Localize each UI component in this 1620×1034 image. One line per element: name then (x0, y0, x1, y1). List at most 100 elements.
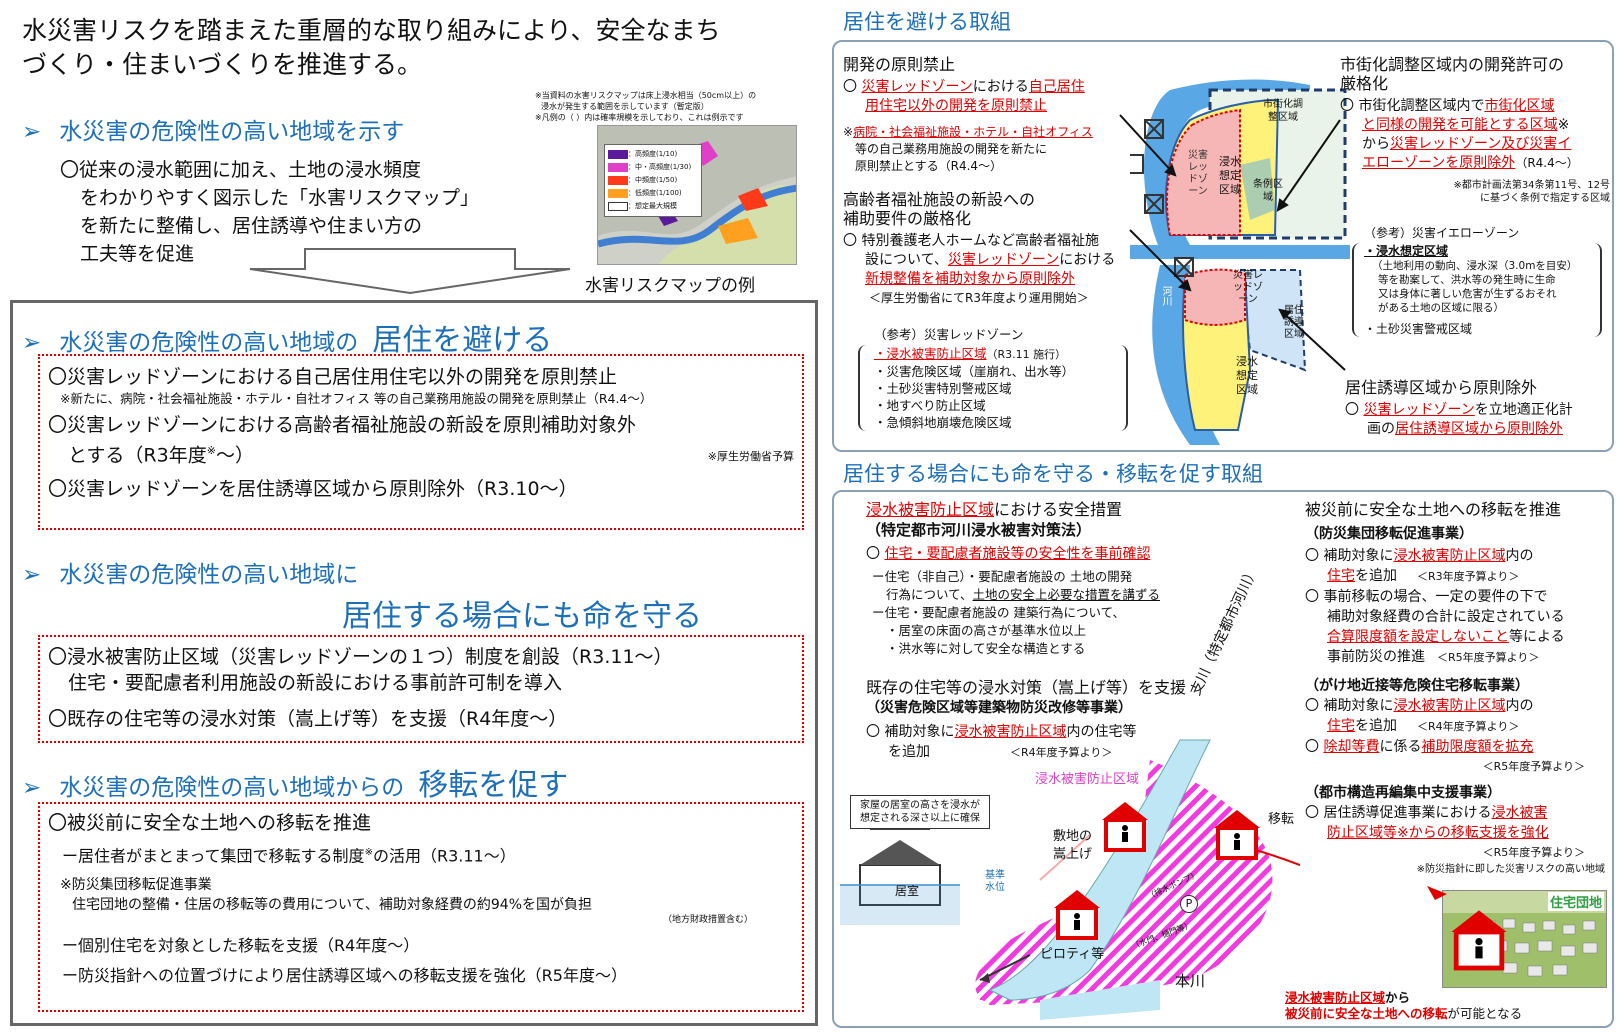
house-icon (1054, 890, 1100, 940)
arrow-icon: ➢ (22, 119, 42, 145)
pump-icon: P (1180, 895, 1198, 913)
protect-section-title: ➢水災害の危険性の高い地域に 居住する場合にも命を守る (22, 562, 702, 634)
mv-line-5: 合算限度額を設定しないこと等による (1327, 629, 1565, 645)
avoid-items: 〇災害レッドゾーンにおける自己居住用住宅以外の開発を原則禁止 ※新たに、病院・社… (48, 364, 798, 502)
dev-ban-block: 開発の原則禁止 〇 災害レッドゾーンにおける自己居住 用住宅以外の開発を原則禁止… (843, 55, 1133, 175)
diagram-label-ordinance: 条例区域 (1253, 179, 1283, 203)
show-section: ➢水災害の危険性の高い地域を示す 〇従来の浸水範囲に加え、土地の浸水頻度 をわか… (22, 112, 562, 268)
intro-text: 水災害リスクを踏まえた重層的な取り組みにより、安全なまち づくり・住まいづくりを… (22, 14, 802, 82)
river-raise-label: 敷地の 嵩上げ (1053, 829, 1093, 862)
move-arrow-icon (1427, 886, 1447, 900)
mv-line-6: 事前防災の推進＜R5年度予算より＞ (1327, 649, 1540, 665)
mv-line-1: 〇 補助対象に浸水被害防止区域内の (1305, 548, 1534, 564)
legend-row: ：中・高頻度(1/30) (608, 161, 698, 174)
map-note-3: ※凡例の（ ）内は確率規模を示しており、これは例示です (535, 113, 744, 122)
relocate-item-1a: ー居住者がまとまって集団で移転する制度※の活用（R3.11～） (62, 846, 516, 866)
intro-line-2: づくり・住まいづくりを推進する。 (22, 50, 423, 79)
right-top-header: 居住を避ける取組 (843, 10, 1011, 34)
urbctrl-block: 市街化調整区域内の開発許可の 厳格化 〇 市街化調整区域内で市街化区域 と同様の… (1340, 55, 1610, 204)
house-icon (1451, 910, 1507, 971)
relocation-support-block: 被災前に安全な土地への移転を推進 （防災集団移転促進事業） 〇 補助対象に浸水被… (1305, 500, 1605, 875)
elderly-line-2: 設について、災害レッドゾーンにおける (865, 252, 1116, 268)
arrow-icon: ➢ (22, 775, 42, 801)
cl-line-2: 住宅を追加＜R4年度予算より＞ (1327, 718, 1520, 734)
river-std-label: 基準水位 (985, 870, 1005, 893)
legend-swatch-low (608, 188, 628, 198)
legend-row: ：低頻度(1/100) (608, 187, 698, 200)
river-illustration (840, 739, 1300, 1020)
urbctrl-line-1: 〇 市街化調整区域内で市街化区域 (1340, 98, 1555, 114)
photo-caption-line-2: 被災前に安全な土地への移転が可能となる (1285, 1006, 1523, 1021)
ref-row-1: ・浸水被害防止区域（R3.11 施行） (874, 346, 1067, 361)
down-arrow-icon (249, 248, 571, 295)
photo-caption-line-1: 浸水被害防止区域から (1285, 990, 1411, 1005)
safety-measure-block: 浸水被害防止区域における安全措置 （特定都市河川浸水被害対策法） 〇 住宅・要配… (866, 500, 1286, 658)
safety-line-1: 〇 住宅・要配慮者施設等の安全性を事前確認 (866, 546, 1151, 562)
legend-row: ：想定最大規模 (608, 200, 698, 213)
relocate-box (38, 802, 804, 1012)
protect-box (38, 635, 804, 743)
legend-row: ：中頻度(1/50) (608, 174, 698, 187)
existing-house-block: 既存の住宅等の浸水対策（嵩上げ等）を支援 （災害危険区域等建築物防災改修等事業）… (866, 678, 1246, 763)
ref-redzone-brackets: ・浸水被害防止区域（R3.11 施行） ・災害危険区域（崖崩れ、出水等） ・土砂… (858, 345, 1128, 431)
measures-panel (10, 300, 818, 1026)
urbctrl-line-4: エローゾーンを原則除外（R4.4～） (1362, 155, 1579, 171)
safety-title: 浸水被害防止区域における安全措置 (866, 500, 1123, 519)
arrow-icon: ➢ (22, 330, 42, 356)
diagram-label-redzone: 災害レッドゾーン (1188, 150, 1208, 197)
legend-swatch-mid (608, 175, 628, 185)
house-icon (1214, 810, 1260, 860)
diagram-label-river: 河川 (1160, 286, 1171, 306)
photo-label: 住宅団地 (1548, 892, 1605, 911)
avoid-section-title: ➢水災害の危険性の高い地域の居住を避ける (22, 323, 553, 358)
map-note-1: ※当資料の水害リスクマップは床上浸水相当（50cm以上）の (535, 91, 757, 100)
relocate-section-title: ➢水災害の危険性の高い地域からの移転を促す (22, 768, 569, 803)
right-bottom-header: 居住する場合にも命を守る・移転を促す取組 (843, 462, 1263, 486)
resguide-block: 居住誘導区域から原則除外 〇 災害レッドゾーンを立地適正化計 画の居住誘導区域か… (1345, 378, 1610, 439)
ur-line-1: 〇 居住誘導促進事業における浸水被害 (1305, 805, 1548, 821)
show-section-title: ➢水災害の危険性の高い地域を示す (22, 119, 405, 145)
resguide-line-2: 画の居住誘導区域から原則除外 (1367, 421, 1563, 437)
river-label-zone: 浸水被害防止区域 (1035, 772, 1140, 787)
existing-line-1: 〇 補助対象に浸水被害防止区域内の住宅等 (866, 724, 1137, 740)
pointer-arrows (1119, 114, 1346, 371)
safety-line-3: 行為について、土地の安全上必要な措置を講ずる (886, 587, 1161, 602)
house-icon (1102, 802, 1148, 852)
existing-line-2: を追加＜R4年度予算より＞ (888, 744, 1113, 760)
legend-swatch-midhigh (608, 162, 628, 172)
urbctrl-line-3: から災害レッドゾーン及び災害イ (1362, 136, 1572, 152)
river-note-box: 家屋の居室の高さを浸水が 想定される深さ以上に確保 (850, 795, 990, 829)
mv-line-2: 住宅を追加＜R3年度予算より＞ (1327, 568, 1520, 584)
legend-row: ：高頻度(1/10) (608, 148, 698, 161)
photo-caption: 浸水被害防止区域から 被災前に安全な土地への移転が可能となる (1285, 990, 1522, 1022)
risk-map-legend: ：高頻度(1/10) ：中・高頻度(1/30) ：中頻度(1/50) ：低頻度(… (604, 144, 702, 217)
ref-yellow-block: （参考）災害イエローゾーン ・浸水想定区域 （土地利用の動向、浸水深（3.0mを… (1352, 225, 1602, 337)
legend-swatch-max (608, 201, 628, 211)
cl-line-3: 〇 除却等費に係る補助限度額を拡充 (1305, 739, 1534, 755)
show-section-body: 〇従来の浸水範囲に加え、土地の浸水頻度 をわかりやすく図示した「水害リスクマップ… (60, 159, 480, 265)
zoning-diagram (1130, 79, 1350, 445)
avoid-item-2b: とする（R3年度※～）※厚生労働省予算 (68, 444, 794, 467)
risk-map-image: ：高頻度(1/10) ：中・高頻度(1/30) ：中頻度(1/50) ：低頻度(… (597, 125, 797, 265)
diagram-label-flood: 浸水想定区域 (1219, 155, 1241, 196)
ref-redzone-block: （参考）災害レッドゾーン ・浸水被害防止区域（R3.11 施行） ・災害危険区域… (858, 326, 1128, 431)
diagram-label-urbctrl: 市街化調整区域 (1263, 99, 1303, 123)
arrow-icon: ➢ (22, 562, 42, 588)
legend-swatch-high (608, 149, 628, 159)
relocate-items: 〇被災前に安全な土地への移転を推進 ー居住者がまとまって集団で移転する制度※の活… (48, 810, 798, 989)
diagram-label-flood-2: 浸水想定区域 (1236, 355, 1258, 396)
river-room-label: 居室 (895, 884, 920, 898)
river-honsen-label: 本川 (1175, 972, 1206, 990)
river-piloti-label: ピロティ等 (1040, 947, 1105, 962)
elderly-block: 高齢者福祉施設の新設への 補助要件の厳格化 〇 特別養護老人ホームなど高齢者福祉… (843, 190, 1143, 308)
dev-ban-line-1: 〇 災害レッドゾーンにおける自己居住 (843, 79, 1085, 95)
dev-ban-note-1: ※病院・社会福祉施設・ホテル・自社オフィス (843, 125, 1093, 139)
river-move-label: 移転 (1268, 812, 1295, 827)
map-caption: 水害リスクマップの例 (585, 276, 755, 296)
protect-items: 〇浸水被害防止区域（災害レッドゾーンの１つ）制度を創設（R3.11～） 住宅・要… (48, 646, 673, 730)
map-note-2: 浸水が発生する範囲を示しています（暫定版） (541, 102, 709, 111)
intro-line-1: 水災害リスクを踏まえた重層的な取り組みにより、安全なまち (22, 16, 721, 45)
cl-line-1: 〇 補助対象に浸水被害防止区域内の (1305, 698, 1534, 714)
diagram-label-redzone-2: 災害レッドゾーン (1233, 270, 1263, 305)
map-notes: ※当資料の水害リスクマップは床上浸水相当（50cm以上）の 浸水が発生する範囲を… (535, 90, 756, 123)
